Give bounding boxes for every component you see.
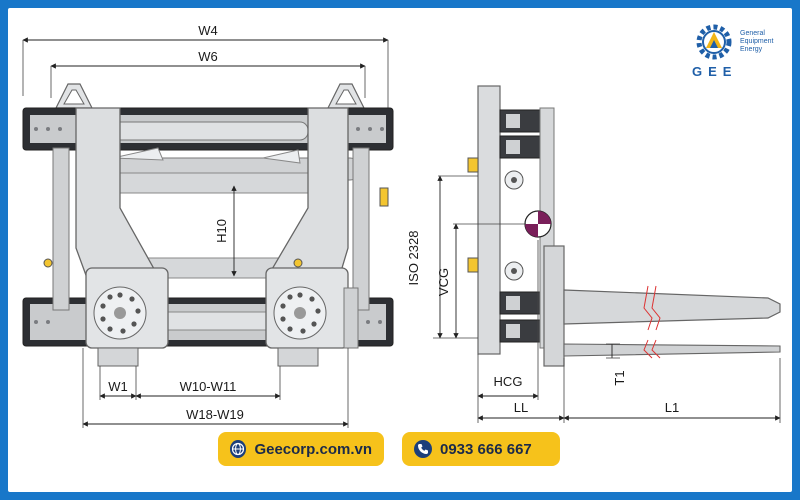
iso-2328-label: ISO 2328 [406, 231, 421, 286]
logo-brand: GEE [692, 64, 738, 79]
w18-w19-label: W18-W19 [186, 407, 244, 422]
w10-w11-label: W10-W11 [180, 379, 237, 394]
vcg-label: VCG [436, 268, 451, 296]
front-view [22, 37, 394, 428]
w1-label: W1 [108, 379, 128, 394]
gee-logo: General Equipment Energy GEE [690, 14, 790, 84]
logo-line-1: General [740, 30, 765, 37]
diagram-frame: W4 W6 H10 W1 W10-W11 W18-W19 [8, 8, 792, 492]
fork-positioner-diagram: W4 W6 H10 W1 W10-W11 W18-W19 [22, 23, 781, 428]
phone-link[interactable]: 0933 666 667 [402, 432, 560, 466]
l1-label: L1 [665, 400, 679, 415]
phone-text: 0933 666 667 [440, 440, 532, 458]
website-text: Geecorp.com.vn [254, 440, 372, 458]
gear-icon [696, 24, 732, 60]
website-link[interactable]: Geecorp.com.vn [218, 432, 384, 466]
w4-label: W4 [198, 23, 218, 38]
side-view [433, 85, 781, 423]
h10-label: H10 [214, 219, 229, 243]
logo-line-2: Equipment [740, 38, 774, 45]
hcg-label: HCG [494, 374, 523, 389]
phone-icon [414, 440, 432, 458]
globe-icon [230, 440, 247, 458]
logo-line-3: Energy [740, 46, 763, 53]
t1-label: T1 [612, 370, 627, 385]
ll-label: LL [514, 400, 528, 415]
w6-label: W6 [198, 49, 218, 64]
